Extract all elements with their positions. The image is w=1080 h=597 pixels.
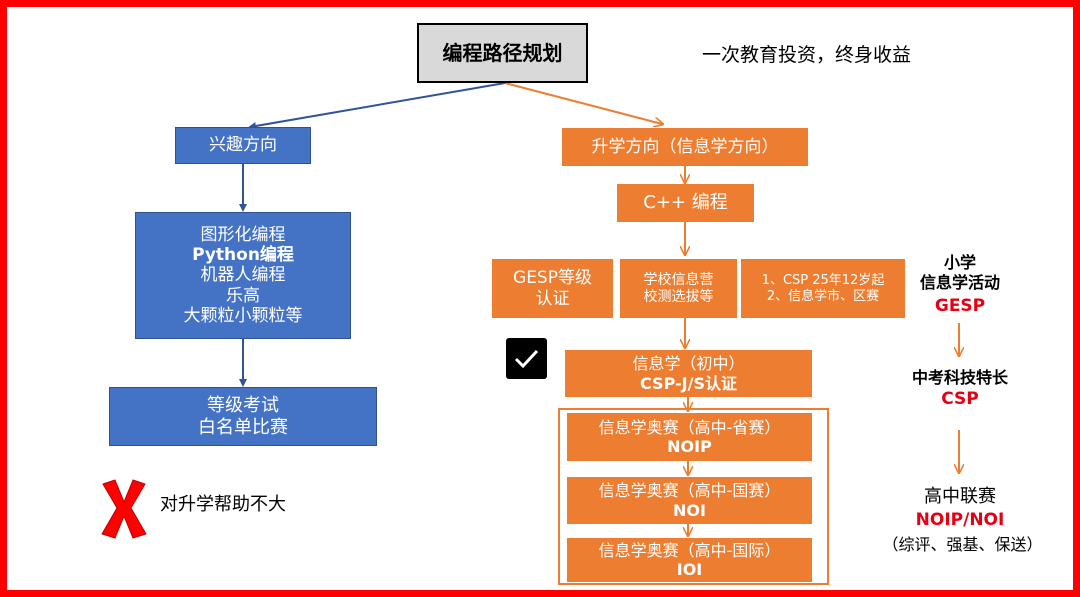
camp-node: 学校信息营 校测选拔等 bbox=[620, 259, 737, 318]
direction-node: 升学方向（信息学方向） bbox=[562, 128, 808, 166]
type-item: 乐高 bbox=[226, 285, 260, 306]
type-item: 图形化编程 bbox=[200, 224, 286, 245]
ioi-node: 信息学奥赛（高中-国际） IOI bbox=[567, 538, 812, 582]
interest-label: 兴趣方向 bbox=[209, 135, 277, 156]
root-title: 编程路径规划 bbox=[442, 41, 563, 65]
high-school-note: （综评、强基、保送） bbox=[882, 535, 1043, 554]
csp-note-line: 2、信息学市、区赛 bbox=[766, 288, 880, 304]
noip-line: NOIP bbox=[667, 437, 712, 456]
csp-note-node: 1、CSP 25年12岁起 2、信息学市、区赛 bbox=[741, 259, 905, 318]
noip-line: 信息学奥赛（高中-省赛） bbox=[598, 417, 781, 437]
check-icon bbox=[506, 338, 547, 379]
camp-line: 校测选拔等 bbox=[643, 288, 714, 305]
root-node: 编程路径规划 bbox=[417, 23, 588, 83]
gesp-line: GESP等级 bbox=[513, 268, 592, 289]
slogan-text: 一次教育投资，终身收益 bbox=[702, 44, 912, 66]
primary-red-label: GESP bbox=[934, 296, 986, 316]
csp-note-line: 1、CSP 25年12岁起 bbox=[761, 272, 885, 288]
direction-label: 升学方向（信息学方向） bbox=[591, 136, 779, 157]
high-school-title: 高中联赛 bbox=[924, 486, 996, 507]
junior-line: CSP-J/S认证 bbox=[640, 373, 737, 393]
noip-node: 信息学奥赛（高中-省赛） NOIP bbox=[567, 413, 812, 461]
ioi-line: IOI bbox=[676, 560, 703, 579]
camp-line: 学校信息营 bbox=[643, 271, 714, 288]
verdict-text: 对升学帮助不大 bbox=[160, 494, 286, 515]
ioi-line: 信息学奥赛（高中-国际） bbox=[598, 540, 781, 560]
gesp-line: 认证 bbox=[535, 288, 570, 309]
type-item: 机器人编程 bbox=[200, 265, 286, 286]
programming-types-node: 图形化编程 Python编程 机器人编程 乐高 大颗粒小颗粒等 bbox=[135, 212, 351, 339]
cross-icon bbox=[101, 479, 147, 539]
primary-title-line: 信息学活动 bbox=[919, 273, 1000, 292]
primary-title: 小学 信息学活动 bbox=[895, 253, 1025, 293]
gesp-node: GESP等级 认证 bbox=[492, 259, 613, 318]
junior-node: 信息学（初中） CSP-J/S认证 bbox=[565, 350, 812, 397]
junior-line: 信息学（初中） bbox=[632, 354, 745, 374]
arrow-root-to-interest bbox=[248, 82, 506, 130]
middle-school-title: 中考科技特长 bbox=[911, 368, 1008, 387]
high-school-red-label: NOIP/NOI bbox=[915, 510, 1005, 530]
noi-line: NOI bbox=[673, 500, 706, 520]
primary-title-line: 小学 bbox=[943, 253, 976, 272]
exam-item: 白名单比赛 bbox=[198, 416, 288, 438]
type-item: Python编程 bbox=[192, 244, 294, 265]
interest-node: 兴趣方向 bbox=[175, 127, 311, 164]
type-item: 大颗粒小颗粒等 bbox=[183, 306, 303, 327]
exam-item: 等级考试 bbox=[207, 394, 279, 416]
exam-node: 等级考试 白名单比赛 bbox=[109, 387, 377, 446]
noi-line: 信息学奥赛（高中-国赛） bbox=[598, 481, 781, 501]
olympiad-group-outline bbox=[558, 408, 829, 585]
arrow-root-to-direction bbox=[504, 82, 662, 124]
middle-school-red-label: CSP bbox=[941, 389, 979, 409]
cpp-node: C++ 编程 bbox=[617, 184, 754, 222]
cpp-label: C++ 编程 bbox=[643, 192, 728, 214]
noi-node: 信息学奥赛（高中-国赛） NOI bbox=[567, 477, 812, 524]
